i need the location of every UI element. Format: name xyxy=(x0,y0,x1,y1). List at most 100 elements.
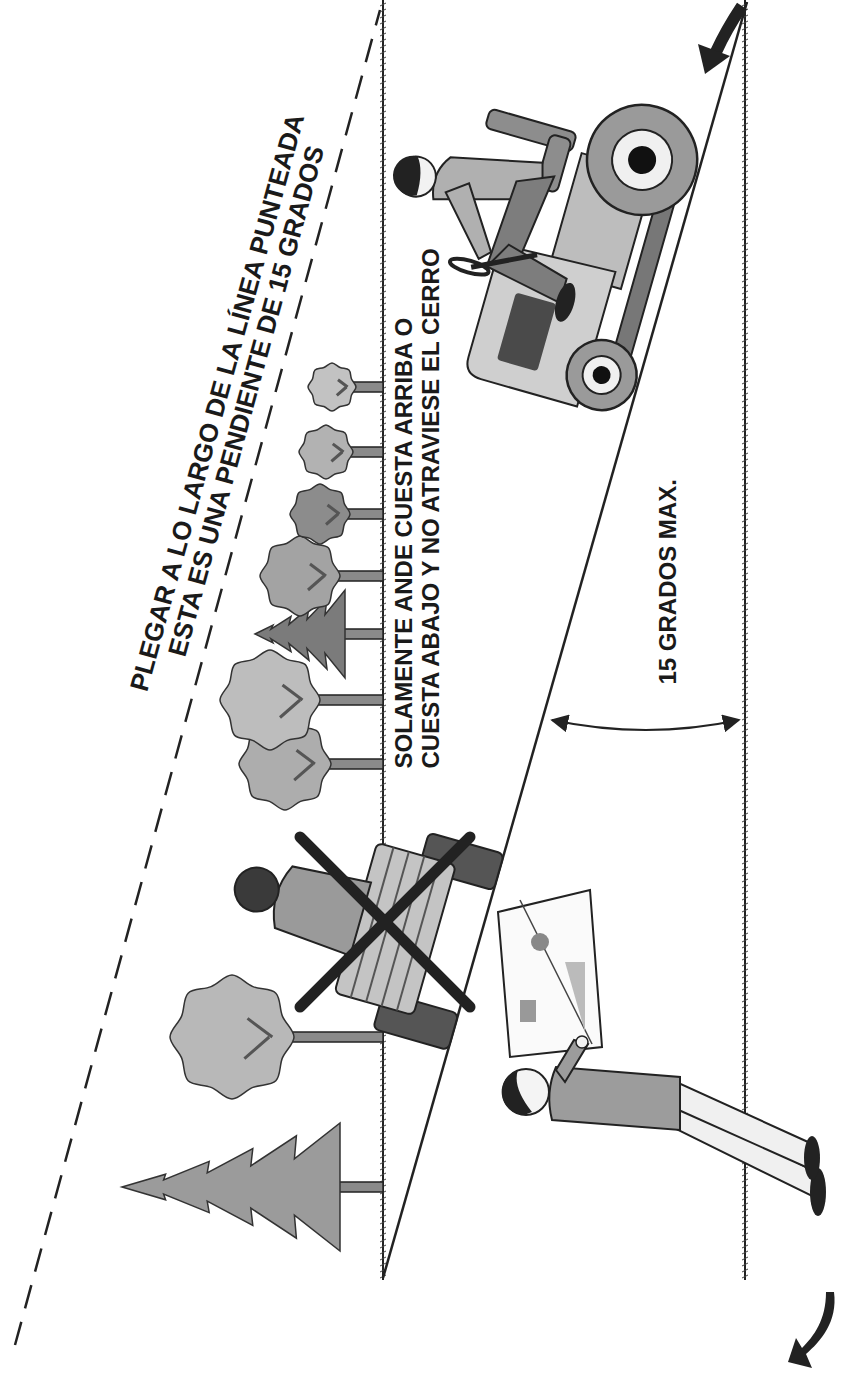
grass-hatch xyxy=(742,1077,748,1080)
grass-hatch xyxy=(380,411,386,414)
grass-hatch xyxy=(380,267,386,270)
grass-hatch xyxy=(380,273,386,276)
grass-hatch xyxy=(380,231,386,234)
grass-hatch xyxy=(742,999,748,1002)
grass-hatch xyxy=(380,333,386,336)
grass-hatch xyxy=(742,339,748,342)
grass-hatch xyxy=(742,165,748,168)
grass-hatch xyxy=(742,429,748,432)
grass-hatch xyxy=(742,1095,748,1098)
grass-hatch xyxy=(380,21,386,24)
grass-hatch xyxy=(742,1179,748,1182)
grass-hatch xyxy=(742,1071,748,1074)
grass-hatch xyxy=(742,897,748,900)
grass-hatch xyxy=(742,357,748,360)
grass-hatch xyxy=(380,1233,386,1236)
grass-hatch xyxy=(742,273,748,276)
grass-hatch xyxy=(742,615,748,618)
grass-hatch xyxy=(742,267,748,270)
person-with-gauge-part xyxy=(520,1000,536,1022)
angle-label: 15 GRADOS MAX. xyxy=(655,479,682,684)
grass-hatch xyxy=(742,651,748,654)
grass-hatch xyxy=(380,1143,386,1146)
grass-hatch xyxy=(380,309,386,312)
grass-hatch xyxy=(742,1035,748,1038)
grass-hatch xyxy=(742,873,748,876)
grass-hatch xyxy=(742,885,748,888)
grass-hatch xyxy=(380,1065,386,1068)
grass-hatch xyxy=(742,207,748,210)
grass-hatch xyxy=(380,1155,386,1158)
grass-hatch xyxy=(380,243,386,246)
grass-hatch xyxy=(742,549,748,552)
grass-hatch xyxy=(380,255,386,258)
mower-across-slope-part xyxy=(266,859,371,956)
ground-lines xyxy=(380,0,748,1280)
grass-hatch xyxy=(742,1221,748,1224)
grass-hatch xyxy=(742,963,748,966)
grass-hatch xyxy=(380,51,386,54)
tree-trunk xyxy=(341,629,383,639)
grass-hatch xyxy=(742,561,748,564)
grass-hatch xyxy=(380,213,386,216)
grass-hatch xyxy=(742,309,748,312)
grass-hatch xyxy=(742,945,748,948)
grass-hatch xyxy=(380,813,386,816)
grass-hatch xyxy=(380,1263,386,1266)
tree-branches xyxy=(337,380,348,396)
grass-hatch xyxy=(742,219,748,222)
grass-hatch xyxy=(742,117,748,120)
grass-hatch xyxy=(380,1209,386,1212)
grass-hatch xyxy=(742,477,748,480)
grass-hatch xyxy=(742,225,748,228)
grass-hatch xyxy=(742,393,748,396)
grass-hatch xyxy=(742,723,748,726)
grass-hatch xyxy=(742,1173,748,1176)
grass-hatch xyxy=(742,1089,748,1092)
grass-hatch xyxy=(742,573,748,576)
grass-hatch xyxy=(742,927,748,930)
grass-hatch xyxy=(380,525,386,528)
riding-mower-part xyxy=(605,123,679,197)
grass-hatch xyxy=(380,375,386,378)
grass-hatch xyxy=(380,657,386,660)
grass-hatch xyxy=(742,1197,748,1200)
grass-hatch xyxy=(380,621,386,624)
grass-hatch xyxy=(742,669,748,672)
grass-hatch xyxy=(742,537,748,540)
grass-hatch xyxy=(742,303,748,306)
grass-hatch xyxy=(380,489,386,492)
grass-hatch xyxy=(380,57,386,60)
grass-hatch xyxy=(742,1185,748,1188)
grass-hatch xyxy=(742,75,748,78)
grass-hatch xyxy=(380,69,386,72)
grass-hatch xyxy=(380,135,386,138)
tree-canopy xyxy=(122,1123,340,1251)
grass-hatch xyxy=(380,129,386,132)
grass-hatch xyxy=(380,669,386,672)
grass-hatch xyxy=(742,1023,748,1026)
person-with-gauge-part xyxy=(520,900,592,1044)
grass-hatch xyxy=(742,195,748,198)
grass-hatch xyxy=(742,465,748,468)
tree xyxy=(260,536,383,616)
grass-hatch xyxy=(380,1227,386,1230)
grass-hatch xyxy=(742,1041,748,1044)
grass-hatch xyxy=(742,555,748,558)
riding-mower-part xyxy=(578,352,625,399)
grass-hatch xyxy=(380,417,386,420)
grass-hatch xyxy=(742,171,748,174)
grass-hatch xyxy=(380,195,386,198)
grass-hatch xyxy=(742,783,748,786)
grass-hatch xyxy=(742,1059,748,1062)
grass-hatch xyxy=(380,261,386,264)
grass-hatch xyxy=(742,837,748,840)
grass-hatch xyxy=(380,1107,386,1110)
grass-hatch xyxy=(742,87,748,90)
grass-hatch xyxy=(380,177,386,180)
grass-hatch xyxy=(742,627,748,630)
grass-hatch xyxy=(380,327,386,330)
grass-hatch xyxy=(380,147,386,150)
grass-hatch xyxy=(380,609,386,612)
grass-hatch xyxy=(742,45,748,48)
